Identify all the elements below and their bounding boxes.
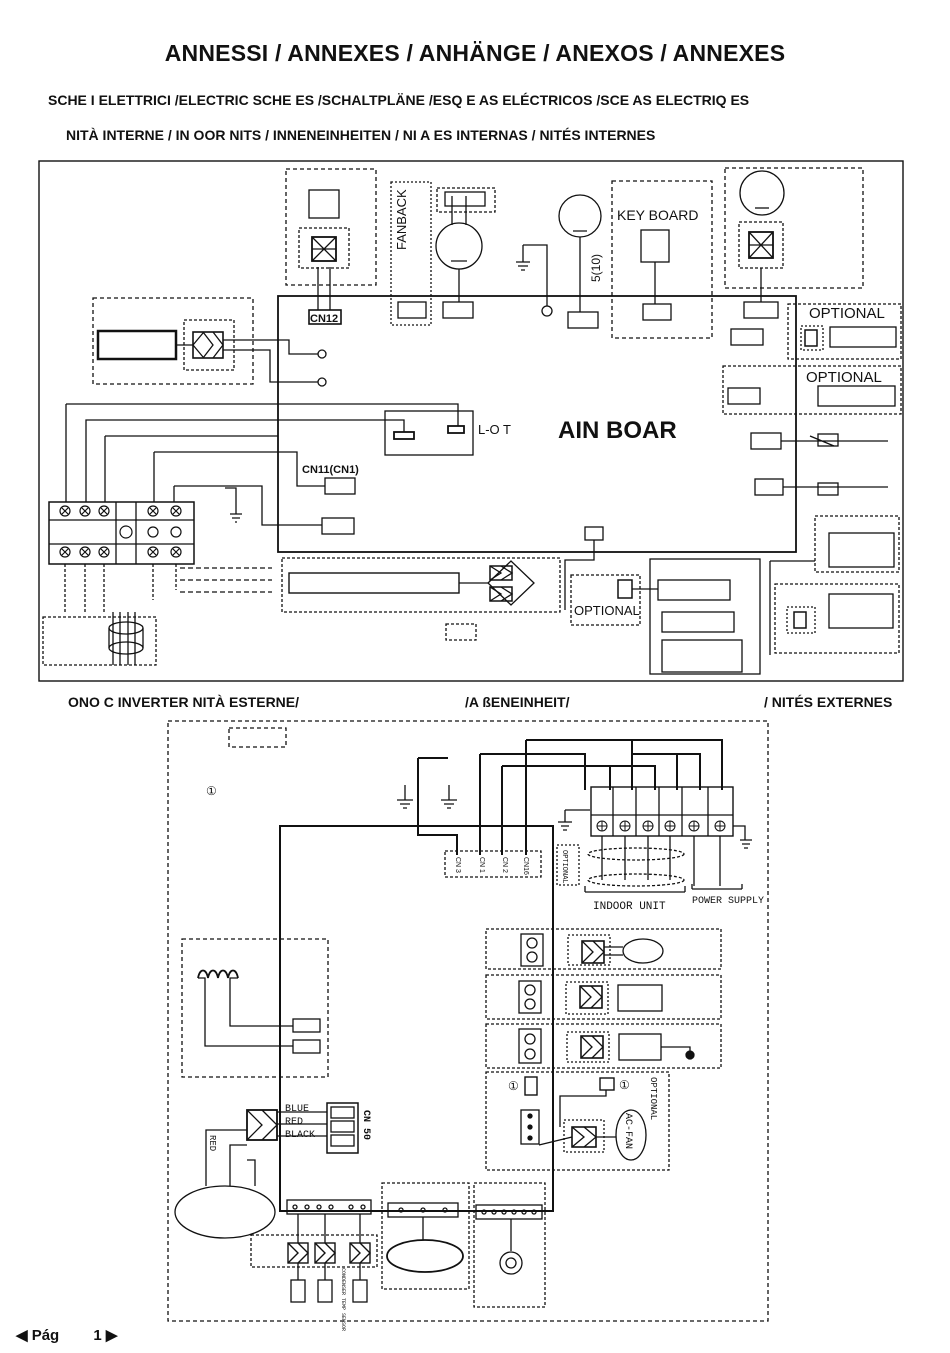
lout-relay	[384, 410, 474, 456]
ac-fan-label: AC-FAN	[622, 1113, 633, 1149]
cn11-label: CN11(CN1)	[302, 464, 359, 476]
cn12-dashed-box	[285, 168, 377, 286]
outdoor-terminal-block	[590, 786, 734, 837]
keyboard-label: KEY BOARD	[617, 207, 698, 223]
cn12-box	[308, 309, 342, 325]
optional-bottom-label: OPTIONAL	[574, 603, 640, 618]
cn3-label: CN 3	[454, 857, 461, 873]
outdoor-circled-2: ①	[508, 1079, 519, 1093]
cn12-label: CN12	[310, 313, 338, 325]
outdoor-circled-3: ①	[619, 1078, 630, 1092]
indoor-unit-label: INDOOR UNIT	[593, 901, 666, 913]
power-terminal-block	[48, 501, 195, 565]
cn12-connector-dash	[298, 227, 350, 269]
cn16-label: CN16	[522, 857, 529, 875]
cn2-label: CN 2	[501, 857, 508, 873]
main-board-label: AIN BOAR	[558, 417, 677, 444]
outdoor-label-left: ONO C INVERTER NITÀ ESTERNE/	[68, 694, 300, 710]
outdoor-optional-label: OPTIONAL	[560, 850, 568, 884]
indoor-section-heading: NITÀ INTERNE / IN OOR NITS / INNENEINHEI…	[66, 127, 656, 143]
optional-vertical-label: OPTIONAL	[648, 1077, 658, 1120]
optional-box-2	[722, 365, 902, 415]
condenser-temp-sensor-label: CONDENSER TEMP SENSOR	[340, 1268, 346, 1331]
outdoor-circled-1: ①	[206, 784, 217, 798]
optional-box-1	[787, 303, 902, 360]
wire-black: BLACK	[285, 1130, 315, 1141]
page-footer[interactable]: ◀ Pág 1 ▶	[16, 1326, 117, 1344]
power-supply-label: POWER SUPPLY	[692, 896, 764, 907]
optional-1-label: OPTIONAL	[809, 305, 885, 322]
fanback-label: FANBACK	[394, 189, 409, 250]
lout-label: L-O T	[478, 422, 511, 437]
cn50-label: CN 50	[360, 1110, 371, 1140]
fanback-dashed-box	[390, 181, 432, 326]
prev-page-button[interactable]: ◀ Pág	[16, 1327, 60, 1344]
cn12-component	[308, 189, 340, 219]
reactor-dashed-box	[181, 938, 329, 1078]
stepper-motor	[739, 170, 785, 216]
outdoor-label-mid: /A ßENEINHEIT/	[465, 694, 570, 710]
wire-red-compressor: RED	[207, 1135, 217, 1151]
optional-2-label: OPTIONAL	[806, 369, 882, 386]
page-number[interactable]: 1 ▶	[93, 1327, 118, 1344]
motor-5-10-label: 5(10)	[589, 254, 603, 282]
optional-box-bottom	[570, 574, 641, 626]
main-board	[277, 295, 797, 553]
cn1-label: CN 1	[478, 857, 485, 873]
indoor-diagram-frame	[38, 160, 904, 682]
outdoor-label-right: / NITÉS EXTERNES	[764, 694, 893, 710]
compressor	[174, 1185, 276, 1239]
keyboard-dashed-box	[611, 180, 713, 339]
wire-red: RED	[285, 1117, 303, 1128]
wire-blue: BLUE	[285, 1104, 309, 1115]
ac-fan	[615, 1109, 647, 1161]
page-subtitle: SCHE I ELETTRICI /ELECTRIC SCHE ES /SCHA…	[48, 92, 750, 108]
outdoor-diagram-frame	[167, 720, 769, 1322]
page-title: ANNESSI / ANNEXES / ANHÄNGE / ANEXOS / A…	[164, 40, 786, 66]
